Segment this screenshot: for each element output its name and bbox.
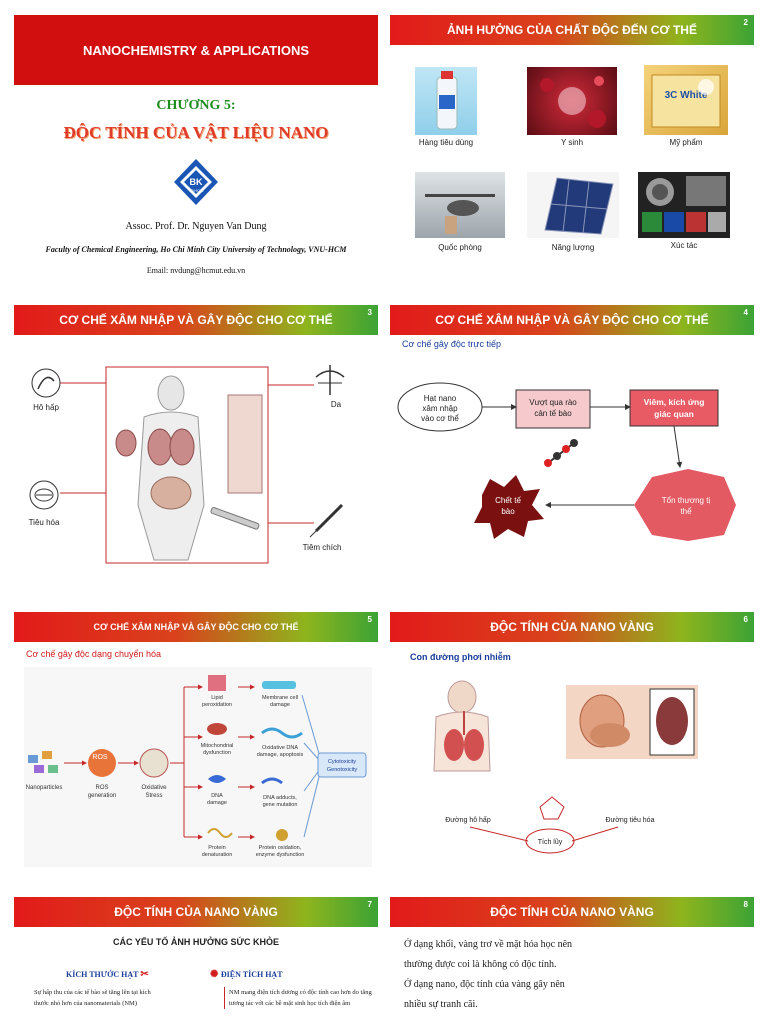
label-accumulation: Tích lũy (538, 839, 563, 846)
slide-number: 5 (367, 615, 372, 624)
text-line: Ở dạng nano, độc tính của vàng gây nên (404, 979, 565, 990)
slide-subtitle: Cơ chế gây độc dạng chuyển hóa (26, 649, 161, 659)
tile-label: Y sinh (560, 138, 584, 147)
tile-label: Quốc phòng (438, 243, 482, 252)
label-digestive: Đường tiêu hóa (606, 817, 655, 824)
slide-number: 4 (743, 308, 748, 317)
label-respiratory: Đường hô hấp (445, 815, 491, 824)
slide-subtitle: Con đường phơi nhiễm (410, 652, 511, 662)
tile-label: Năng lượng (551, 243, 595, 252)
slide-number: 2 (743, 18, 748, 27)
faculty: Faculty of Chemical Engineering, Ho Chi … (45, 245, 347, 254)
factor-size-title: KÍCH THƯỚC HẠT ✂ (66, 969, 149, 980)
svg-text:TP.HCM: TP.HCM (189, 188, 204, 193)
factor-size-text: Sự hấp thu của các tế bào sẽ tăng lên tạ… (34, 989, 151, 1007)
tile-defense (415, 172, 505, 238)
slide-number: 6 (743, 615, 748, 624)
text-line: nhiều sự tranh cãi. (404, 999, 478, 1010)
label-nanoparticles: Nanoparticles (26, 785, 63, 791)
author: Assoc. Prof. Dr. Nguyen Van Dung (125, 221, 267, 232)
tile-biomedical (527, 67, 617, 135)
route-label-injection: Tiêm chích (303, 543, 342, 552)
tile-label: Mỹ phẩm (669, 138, 703, 147)
label-dna-adducts: DNA adducts,gene mutation (263, 795, 298, 808)
tile-label: Xúc tác (670, 241, 698, 250)
label-protein-oxidation: Protein oxidation,enzyme dysfunction (256, 845, 305, 858)
svg-text:BK: BK (190, 177, 203, 187)
tile-energy (527, 172, 619, 238)
particle-size-icon: ✂ (140, 969, 149, 980)
text-line: thường được coi là không có độc tính. (404, 959, 557, 970)
tile-consumer-goods (415, 67, 477, 135)
slide-subtitle: Cơ chế gây độc trực tiếp (402, 339, 501, 349)
route-label-skin: Da (331, 400, 342, 409)
label-ros: ROS (92, 754, 108, 761)
university-logo: BK TP.HCM (172, 158, 220, 206)
factor-charge-title: ✺ ĐIỆN TÍCH HẠT (210, 969, 283, 980)
factor-charge-text: NM mang điện tích dương có độc tính cao … (224, 987, 374, 1009)
tile-cosmetics: 3C White (644, 65, 728, 135)
slide-1[interactable]: NANOCHEMISTRY & APPLICATIONS CHƯƠNG 5: Đ… (14, 15, 378, 300)
text-line: Ở dạng khối, vàng trơ về mặt hóa học nên (404, 939, 573, 950)
chapter-label: CHƯƠNG 5: (156, 98, 236, 113)
email: Email: nvdung@hcmut.edu.vn (146, 266, 246, 275)
route-label-digestive: Tiêu hóa (29, 518, 60, 527)
chapter-title: ĐỘC TÍNH CỦA VẬT LIỆU NANO (63, 123, 329, 142)
particle-charge-icon: ✺ (210, 969, 221, 980)
exposure-pathway-diagram: Đường hô hấp Đường tiêu hóa Tích lũy (404, 679, 698, 854)
slide-number: 8 (743, 900, 748, 909)
slide-number: 3 (367, 308, 372, 317)
svg-text:3C White: 3C White (665, 90, 708, 101)
route-label-respiratory: Hô hấp (33, 403, 59, 412)
tile-label: Hàng tiêu dùng (418, 138, 474, 147)
course-banner: NANOCHEMISTRY & APPLICATIONS (14, 15, 378, 85)
tile-catalysis (638, 172, 730, 238)
slide-number: 7 (367, 900, 372, 909)
slide-subtitle: CÁC YẾU TỐ ẢNH HƯỞNG SỨC KHỎE (113, 937, 279, 947)
body-diagram: Hô hấp Tiêu hóa Da Tiêm chích (29, 365, 345, 564)
